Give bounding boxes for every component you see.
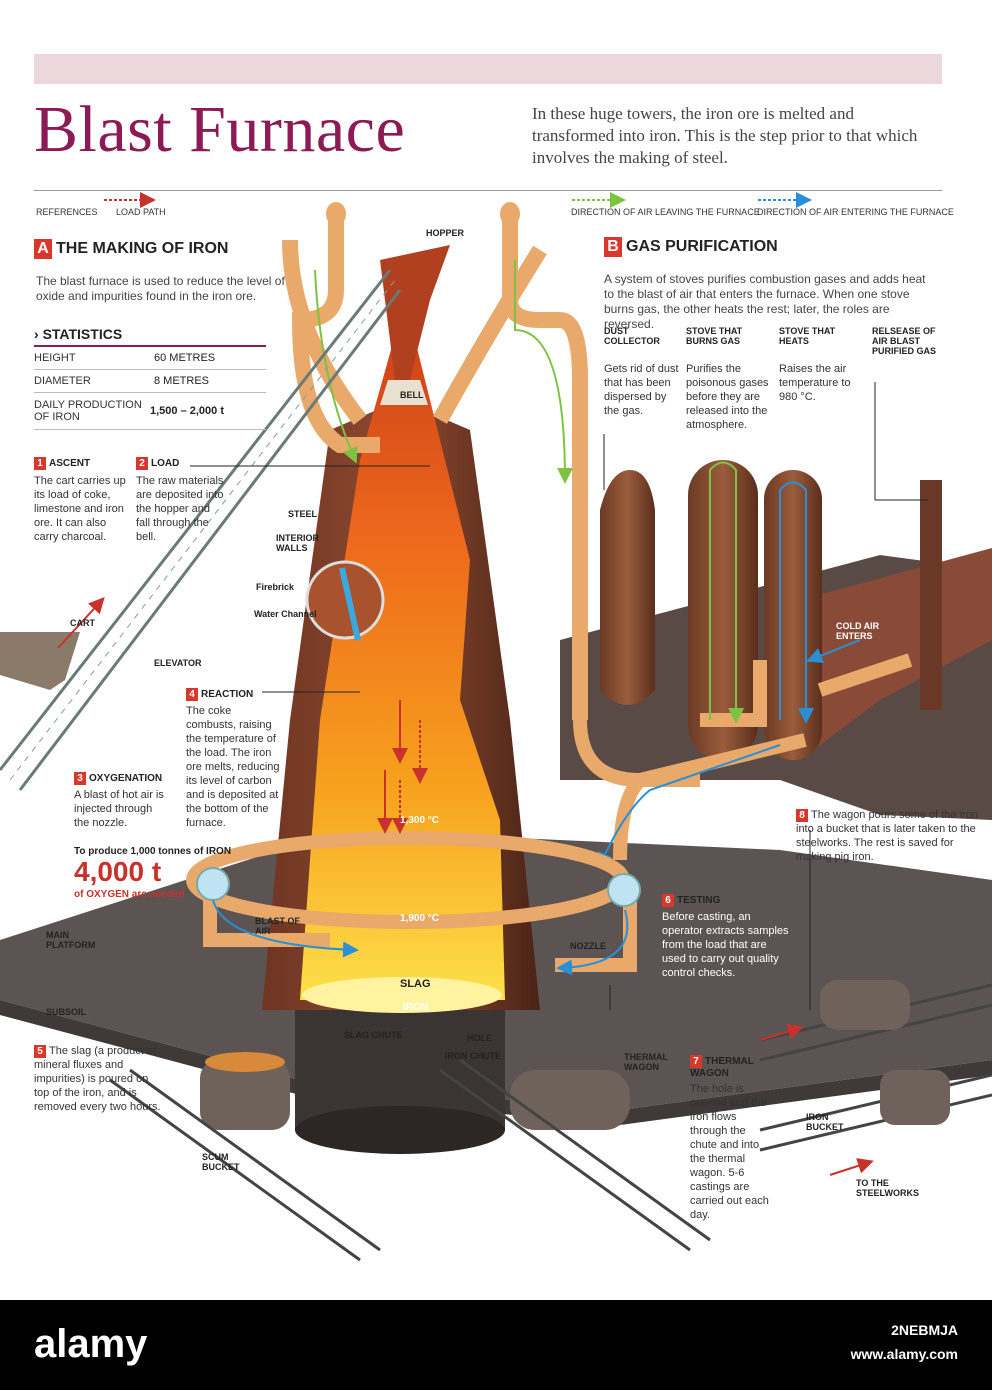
stove-heats xyxy=(764,470,822,760)
statistics-heading: › STATISTICS xyxy=(34,326,266,347)
top-banner xyxy=(34,54,942,84)
stove-burns-title: STOVE THAT BURNS GAS xyxy=(686,326,743,346)
references-divider xyxy=(34,190,942,191)
scum-bucket-cart xyxy=(200,1060,290,1130)
section-a-letter: A xyxy=(34,239,52,259)
stove-heats-title: STOVE THAT HEATS xyxy=(779,326,836,346)
step-3-text: A blast of hot air is injected through t… xyxy=(74,789,164,829)
stove-burns-gas xyxy=(688,460,758,760)
air-leaving-legend: DIRECTION OF AIR LEAVING THE FURNACE xyxy=(571,207,760,217)
slag-chute-label: SLAG CHUTE xyxy=(344,1030,403,1040)
footer-image-id: 2NEBMJA xyxy=(891,1322,958,1338)
oxygen-fact-pre: To produce 1,000 tonnes of IRON xyxy=(74,846,232,857)
dust-collector-text: Gets rid of dust that has been dispersed… xyxy=(604,363,679,417)
to-steelworks-label: TO THE STEELWORKS xyxy=(856,1178,920,1198)
water-channel-label: Water Channel xyxy=(254,609,317,619)
temp-1300-label: 1,300 °C xyxy=(400,815,440,826)
iron-chute-label: IRON CHUTE xyxy=(445,1051,501,1061)
cart-label: CART xyxy=(70,618,95,628)
hopper xyxy=(380,245,450,380)
pour-wagon xyxy=(820,980,910,1030)
steel-label: STEEL xyxy=(288,509,318,519)
footer-site: www.alamy.com xyxy=(850,1346,958,1362)
thermal-wagon-cart xyxy=(510,1070,630,1130)
iron-bucket-cart xyxy=(880,1070,950,1125)
page-title: Blast Furnace xyxy=(34,93,406,166)
interior-walls-label: INTERIOR WALLS xyxy=(276,533,320,553)
elevator xyxy=(0,269,392,771)
left-gas-pipe xyxy=(291,220,380,453)
iron-pool xyxy=(302,977,502,1013)
section-b-title: GAS PURIFICATION xyxy=(626,238,778,255)
cold-air-label: COLD AIR ENTERS xyxy=(836,621,880,641)
step-4-text: The coke combusts, raising the temperatu… xyxy=(186,705,280,829)
scum-bucket-label: SCUM BUCKET xyxy=(202,1152,240,1172)
brick-wall xyxy=(800,548,992,760)
hot-blast-pipe xyxy=(613,733,807,861)
water-channel xyxy=(339,567,361,641)
load-path-legend: LOAD PATH xyxy=(116,207,166,217)
step-6-text: Before casting, an operator extracts sam… xyxy=(662,911,789,979)
nozzle-label: NOZZLE xyxy=(570,941,606,951)
oxygen-fact-post: of OXYGEN are needed xyxy=(74,889,185,900)
footer-brand: alamy xyxy=(34,1322,148,1366)
firebrick-inset xyxy=(305,560,385,640)
references-label: REFERENCES xyxy=(36,207,98,217)
furnace-interior xyxy=(300,300,505,1000)
blast-of-air-label: BLAST OF AIR xyxy=(255,916,300,936)
release-title: RELSEASE OF AIR BLAST PURIFIED GAS xyxy=(872,326,937,356)
iron-bucket-label: IRON BUCKET xyxy=(806,1112,844,1132)
section-a-title: THE MAKING OF IRON xyxy=(56,240,229,257)
temp-1900-label: 1,900 °C xyxy=(400,913,440,924)
section-b-letter: B xyxy=(604,237,622,257)
oxygen-fact-amount: 4,000 t xyxy=(74,856,162,887)
stove-burns-text: Purifies the poisonous gases before they… xyxy=(686,363,769,431)
section-a-text: The blast furnace is used to reduce the … xyxy=(36,274,285,303)
air-entering-legend: DIRECTION OF AIR ENTERING THE FURNACE xyxy=(757,207,954,217)
hopper-label: HOPPER xyxy=(426,228,465,238)
exhaust-chimney xyxy=(920,480,942,710)
intro-text: In these huge towers, the iron ore is me… xyxy=(532,104,918,167)
step-2-text: The raw materials are deposited into the… xyxy=(136,475,224,543)
dust-collector xyxy=(600,470,655,705)
step-1-text: The cart carries up its load of coke, li… xyxy=(34,475,126,543)
firebrick-label: Firebrick xyxy=(256,582,295,592)
section-b-text: A system of stoves purifies combustion g… xyxy=(604,272,926,331)
step-7-text: The hole is opened and the iron flows th… xyxy=(690,1083,769,1221)
stove-heats-text: Raises the air temperature to 980 °C. xyxy=(779,363,851,403)
dust-collector-title: DUST COLLECTOR xyxy=(604,326,660,346)
subsoil-label: SUBSOIL xyxy=(46,1007,87,1017)
main-platform-label: MAIN PLATFORM xyxy=(46,930,96,950)
blast-furnace-illustration xyxy=(0,192,992,1262)
hole-label: HOLE xyxy=(467,1033,493,1043)
slag-label: SLAG xyxy=(400,978,431,990)
thermal-wagon-label: THERMAL WAGON xyxy=(624,1052,668,1072)
bell-label: BELL xyxy=(400,390,424,400)
elevator-label: ELEVATOR xyxy=(154,658,202,668)
iron-label: IRON xyxy=(403,1002,428,1013)
footer-bar xyxy=(0,1300,992,1390)
bell xyxy=(380,380,428,405)
